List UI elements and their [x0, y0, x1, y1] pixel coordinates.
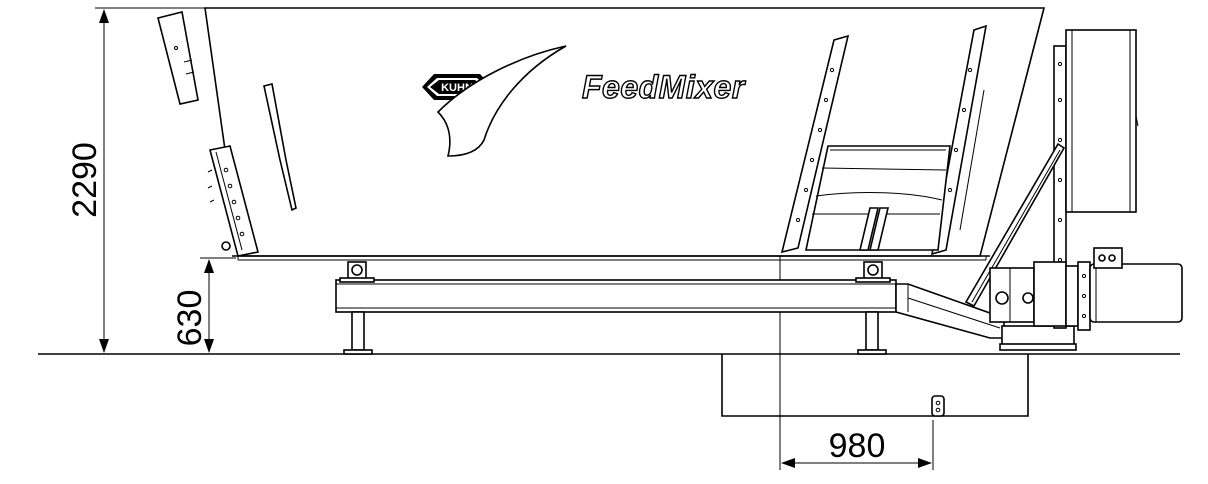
- feed-pit: [721, 354, 1029, 417]
- dimension-offset-width-label: 980: [829, 427, 886, 465]
- control-column: [1053, 29, 1139, 329]
- product-name: FeedMixer: [582, 69, 746, 105]
- support-leg-right: [857, 311, 887, 355]
- brand-swoosh: [436, 45, 567, 157]
- support-leg-left: [343, 311, 373, 355]
- discharge-conveyor: [895, 283, 1005, 339]
- dimension-total-height-label: 2290: [66, 142, 104, 218]
- chassis-frame: [335, 279, 897, 313]
- drive-base: [1001, 325, 1075, 347]
- discharge-door: [805, 145, 951, 251]
- dimension-offset-width: 980: [779, 250, 934, 470]
- pit-bracket: [931, 395, 945, 417]
- left-side-bracket: [207, 145, 259, 257]
- electric-motor: [1065, 247, 1183, 331]
- load-cell-right: [855, 261, 891, 283]
- dimension-frame-height-label: 630: [171, 290, 209, 347]
- front-rail-inner: [780, 34, 850, 254]
- hopper-side-blade: [263, 83, 297, 212]
- hopper-extension-left: [157, 11, 199, 105]
- gearbox: [989, 261, 1067, 327]
- dimension-frame-height: 630: [171, 257, 236, 353]
- load-cell-left: [339, 261, 375, 283]
